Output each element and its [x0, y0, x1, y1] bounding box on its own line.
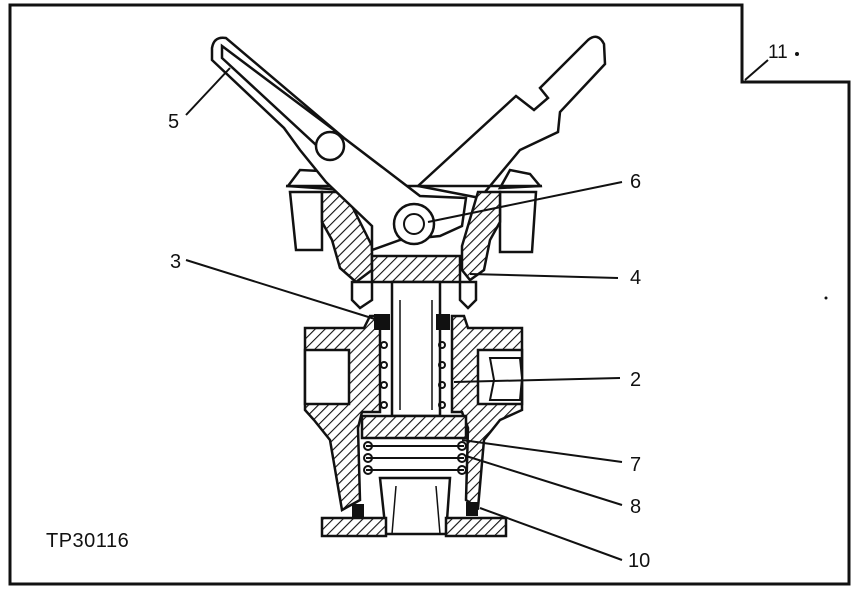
callout-10: 10	[628, 550, 651, 572]
left-port	[303, 348, 351, 406]
callout-3: 3	[170, 251, 182, 273]
valve-disc	[360, 414, 468, 440]
cap-outer-left	[288, 190, 324, 252]
right-seal	[436, 314, 450, 330]
callout-5: 5	[168, 111, 180, 133]
bottom-seal-left	[352, 504, 364, 518]
inner-spring	[380, 341, 446, 409]
right-port-fitting	[488, 357, 524, 401]
cap-outer-right	[498, 190, 538, 254]
base-flange-right	[444, 516, 508, 538]
callout-4: 4	[630, 267, 642, 289]
valve-stem	[390, 280, 442, 418]
neck-left	[350, 280, 374, 310]
cap-shell-right	[460, 190, 502, 282]
page-border	[8, 3, 851, 586]
lower-spring	[363, 441, 467, 475]
body-left	[303, 314, 382, 512]
bottom-seal-right	[466, 502, 478, 516]
page-tag: 11	[768, 42, 788, 63]
reference-code: TP30116	[46, 530, 130, 552]
callout-7: 7	[630, 454, 642, 476]
callout-6: 6	[630, 171, 642, 193]
callout-2: 2	[630, 369, 642, 391]
body-right	[450, 314, 524, 511]
leader-10	[479, 507, 623, 561]
leader-7	[461, 439, 623, 463]
leader-4	[469, 273, 619, 279]
leader-2	[453, 377, 621, 383]
right-lever	[415, 35, 607, 200]
neck-right	[458, 280, 478, 310]
leader-3	[185, 259, 379, 321]
leader-8	[465, 455, 623, 506]
callout-8: 8	[630, 496, 642, 518]
leader-5	[185, 67, 231, 116]
leader-6	[427, 181, 623, 223]
leader-11	[744, 59, 769, 81]
base-flange-left	[320, 516, 388, 538]
leader-lines	[185, 59, 769, 561]
left-lever	[210, 36, 468, 252]
left-seal	[374, 314, 390, 330]
plunger-head	[370, 254, 462, 284]
